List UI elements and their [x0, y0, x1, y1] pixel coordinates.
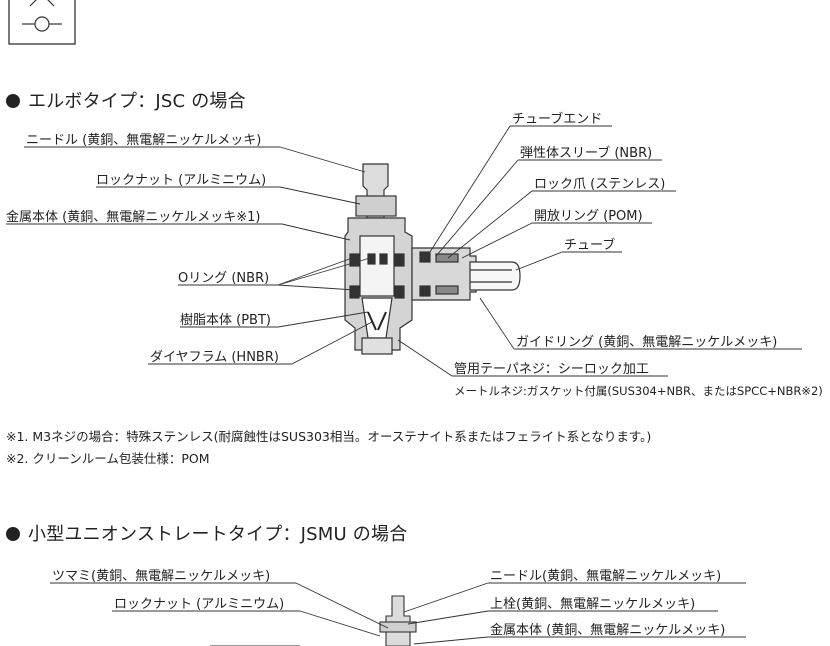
label-metal-body: 金属本体 (黄銅、無電解ニッケルメッキ※1)	[6, 210, 261, 225]
label-pipe-thread: 管用テーパネジ：シーロック加工	[454, 362, 649, 377]
label-needle: ニードル (黄銅、無電解ニッケルメッキ)	[26, 133, 262, 148]
label-tube: チューブ	[564, 238, 616, 253]
bullet-icon	[6, 94, 20, 108]
label-diaphragm: ダイヤフラム (HNBR)	[150, 350, 279, 365]
section-title-jsc: エルボタイプ：JSC の場合	[6, 87, 246, 113]
section-title-text: エルボタイプ：JSC の場合	[28, 91, 246, 112]
label-lock-claw: ロック爪 (ステンレス)	[534, 177, 666, 192]
label-needle-2: ニードル(黄銅、無電解ニッケルメッキ)	[490, 569, 722, 584]
jsmu-drawing	[379, 595, 417, 646]
label-upper-plug: 上栓(黄銅、無電解ニッケルメッキ)	[490, 597, 696, 612]
valve-symbol-icon	[8, 0, 76, 45]
label-locknut: ロックナット (アルミニウム)	[96, 173, 267, 188]
section-title-text: 小型ユニオンストレートタイプ：JSMU の場合	[28, 524, 408, 545]
label-metric-thread: メートルネジ:ガスケット付属(SUS304+NBR、またはSPCC+NBR※2)	[454, 384, 823, 398]
section-title-jsmu: 小型ユニオンストレートタイプ：JSMU の場合	[6, 520, 407, 546]
label-locknut-2: ロックナット (アルミニウム)	[114, 597, 285, 612]
label-knob: ツマミ(黄銅、無電解ニッケルメッキ)	[52, 569, 271, 584]
footnote-1: ※1. M3ネジの場合：特殊ステンレス(耐腐蝕性はSUS303相当。オーステナイ…	[6, 429, 652, 444]
label-release-ring: 開放リング (POM)	[534, 209, 643, 224]
label-oring: Oリング (NBR)	[178, 271, 270, 286]
label-resin-body: 樹脂本体 (PBT)	[180, 313, 271, 328]
label-guide-ring: ガイドリング (黄銅、無電解ニッケルメッキ)	[516, 335, 778, 350]
label-metal-body-2: 金属本体 (黄銅、無電解ニッケルメッキ)	[490, 623, 726, 638]
footnote-2: ※2. クリーンルーム包装仕様：POM	[6, 451, 210, 466]
label-tube-end: チューブエンド	[512, 112, 603, 127]
bullet-icon	[6, 527, 20, 541]
jsc-elbow-drawing	[344, 163, 521, 355]
label-elastic-sleeve: 弾性体スリーブ (NBR)	[520, 146, 653, 161]
